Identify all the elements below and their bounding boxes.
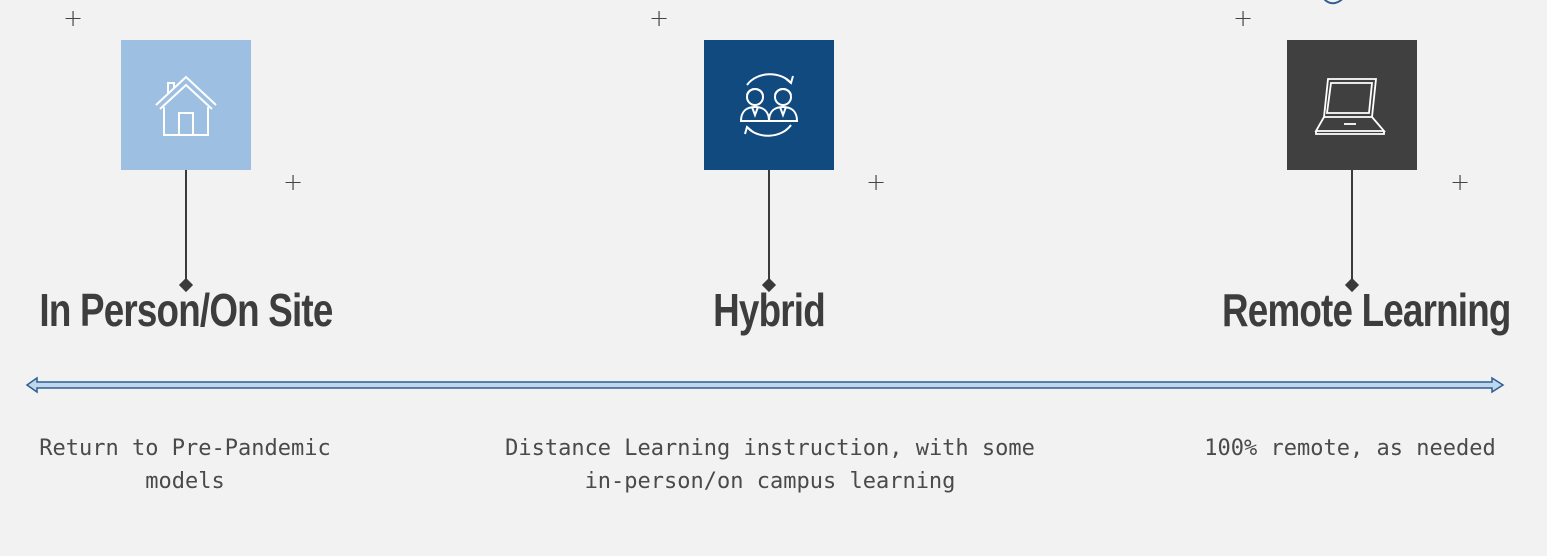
stage-title-in-person: In Person/On Site — [39, 284, 333, 336]
house-icon — [155, 75, 217, 136]
laptop-icon — [1314, 78, 1386, 135]
connector-line — [768, 170, 770, 283]
plus-icon: + — [1450, 168, 1471, 196]
stage-title-hybrid: Hybrid — [713, 284, 826, 336]
stage-description-hybrid: Distance Learning instruction, with some… — [505, 436, 1035, 494]
corner-decoration — [1323, 0, 1343, 5]
remote-icon-box — [1287, 40, 1417, 170]
people-exchange-icon — [739, 73, 799, 137]
stage-title-remote: Remote Learning — [1222, 284, 1511, 336]
timeline-double-arrow — [25, 376, 1505, 394]
in-person-icon-box — [121, 40, 251, 170]
plus-icon: + — [866, 168, 887, 196]
plus-icon: + — [1233, 4, 1254, 32]
hybrid-icon-box — [704, 40, 834, 170]
plus-icon: + — [63, 4, 84, 32]
plus-icon: + — [649, 4, 670, 32]
stage-description-in-person: Return to Pre-Pandemic models — [39, 436, 331, 494]
stage-description-remote: 100% remote, as needed — [1204, 436, 1496, 461]
connector-line — [1351, 170, 1353, 283]
connector-line — [185, 170, 187, 283]
plus-icon: + — [283, 168, 304, 196]
